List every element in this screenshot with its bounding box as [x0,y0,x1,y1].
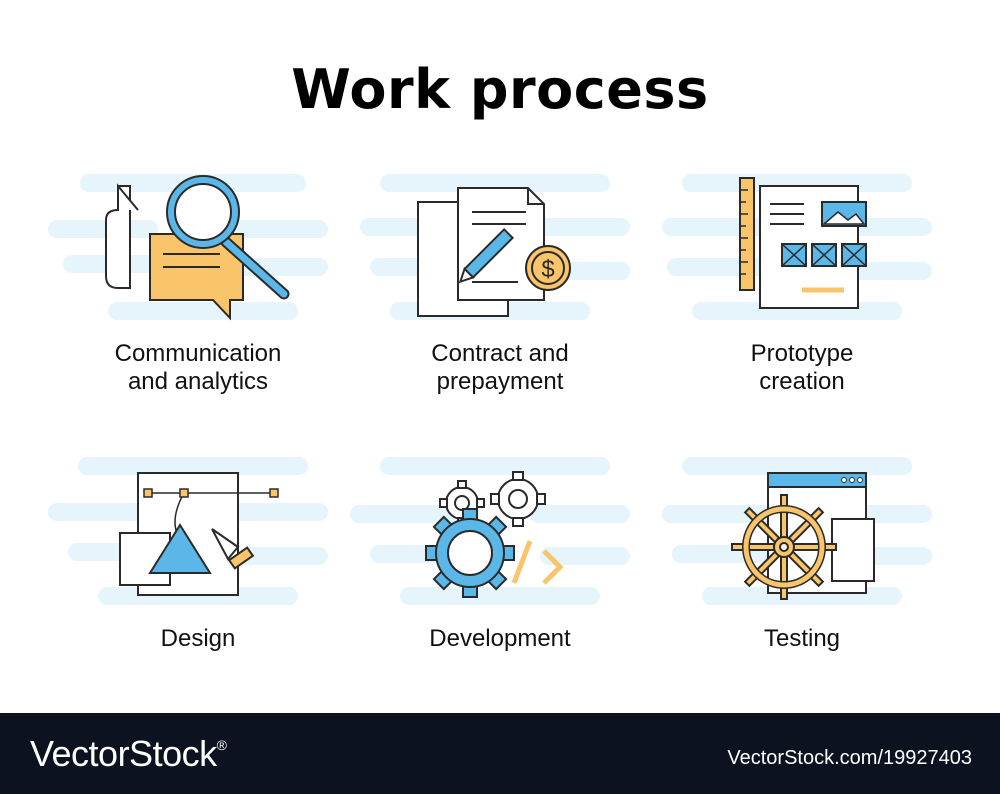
gears-code-icon [350,457,630,605]
brand-logo: VectorStock® [30,733,227,775]
step-label-line2: prepayment [436,368,564,395]
page-title: Work process [291,58,709,121]
step-label: Development [350,625,650,653]
step-label: Contract and prepayment [350,340,650,396]
step-prototype: Prototype creation [652,170,952,440]
step-testing: Testing [652,455,952,725]
registered-mark: ® [216,737,227,753]
step-label-line1: Development [429,625,571,652]
helm-window-icon [662,457,932,605]
step-contract: $ Contract and prepayment [350,170,650,440]
step-label-line1: Design [160,625,236,652]
wireframe-ruler-icon [662,174,932,320]
step-label-line1: Communication [114,340,282,367]
step-design: Design [48,455,348,725]
step-label-line1: Contract and [431,340,569,367]
step-label-line1: Prototype [750,340,854,367]
vector-pen-icon [48,457,328,605]
step-label-line1: Testing [763,625,841,652]
brand-name: VectorStock [30,733,217,774]
step-label: Prototype creation [652,340,952,396]
step-label-line2: creation [759,368,845,395]
step-label: Design [48,625,348,653]
svg-text:$: $ [541,256,554,283]
step-label: Testing [652,625,952,653]
contract-coin-icon: $ [360,174,630,320]
step-label: Communication and analytics [48,340,348,396]
step-development: Development [350,455,650,725]
step-label-line2: and analytics [127,368,269,395]
image-credit: VectorStock.com/19927403 [727,747,972,769]
footer-bar: VectorStock® VectorStock.com/19927403 [0,713,1000,794]
step-communication: Communication and analytics [48,170,348,440]
chat-magnifier-icon [48,174,328,321]
